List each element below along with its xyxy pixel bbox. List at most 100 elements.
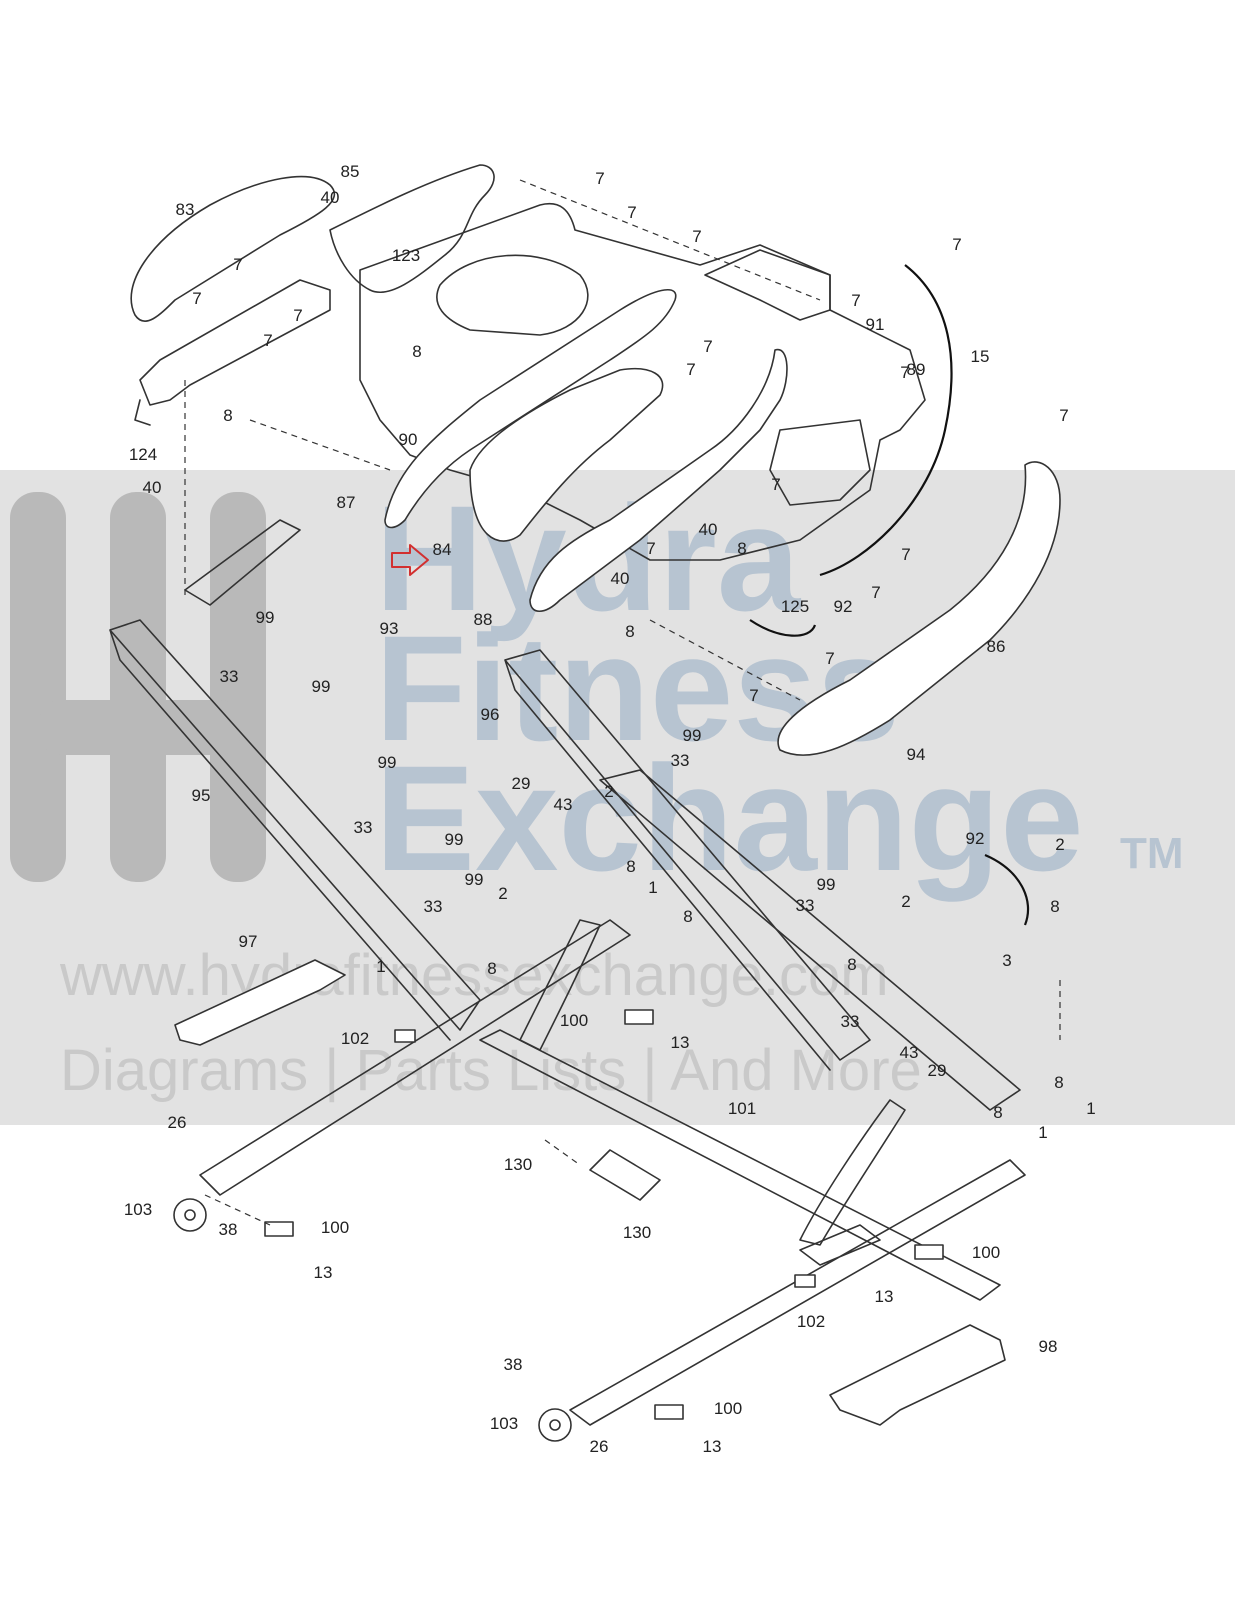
callout-part-130: 130 xyxy=(504,1155,532,1174)
part-100-foot-4 xyxy=(654,1404,684,1420)
callout-part-130: 130 xyxy=(623,1223,651,1242)
part-96-right-upright xyxy=(504,649,871,1071)
callout-part-1: 1 xyxy=(1038,1123,1047,1142)
part-88-upright-cover xyxy=(529,348,788,613)
part-84-upright-cover xyxy=(469,368,664,542)
callout-part-8: 8 xyxy=(737,539,746,558)
highlight-arrow-icon xyxy=(391,544,429,576)
part-100-foot-2 xyxy=(264,1221,294,1237)
callout-part-99: 99 xyxy=(378,753,397,772)
callout-part-2: 2 xyxy=(901,892,910,911)
callout-part-102: 102 xyxy=(797,1312,825,1331)
part-103-wheel-right xyxy=(538,1408,572,1442)
callout-part-38: 38 xyxy=(504,1355,523,1374)
callout-part-7: 7 xyxy=(686,360,695,379)
callout-part-7: 7 xyxy=(703,337,712,356)
callout-part-99: 99 xyxy=(312,677,331,696)
callout-part-2: 2 xyxy=(498,884,507,903)
callout-part-29: 29 xyxy=(512,774,531,793)
callout-part-7: 7 xyxy=(192,289,201,308)
part-console-recess xyxy=(436,254,589,336)
callout-part-13: 13 xyxy=(875,1287,894,1306)
assembly-guide-7 xyxy=(204,1194,271,1226)
part-103-wheel-left xyxy=(173,1198,207,1232)
callout-part-95: 95 xyxy=(192,786,211,805)
callout-part-13: 13 xyxy=(703,1437,722,1456)
callout-part-26: 26 xyxy=(590,1437,609,1456)
part-92-cable-lower xyxy=(984,853,1030,926)
callout-part-124: 124 xyxy=(129,445,157,464)
callout-part-40: 40 xyxy=(699,520,718,539)
callout-part-101: 101 xyxy=(728,1099,756,1118)
part-103-wheel-right-hub xyxy=(549,1419,561,1431)
callout-part-38: 38 xyxy=(219,1220,238,1239)
callout-part-7: 7 xyxy=(233,255,242,274)
part-100-foot-3 xyxy=(914,1244,944,1260)
callout-part-91: 91 xyxy=(866,315,885,334)
callout-part-33: 33 xyxy=(220,667,239,686)
callout-part-87: 87 xyxy=(337,493,356,512)
callout-part-7: 7 xyxy=(900,363,909,382)
part-console-end-panel xyxy=(704,249,831,321)
part-92-cable-upper xyxy=(749,619,817,637)
callout-part-99: 99 xyxy=(817,875,836,894)
callout-part-93: 93 xyxy=(380,619,399,638)
callout-part-2: 2 xyxy=(1055,835,1064,854)
part-left-bracket xyxy=(134,279,331,426)
callout-part-7: 7 xyxy=(851,291,860,310)
part-97-base-cover xyxy=(174,959,346,1046)
part-85-handrail-cover xyxy=(329,164,495,293)
callout-part-123: 123 xyxy=(392,246,420,265)
watermark-url: www.hydrafitnessexchange.com xyxy=(59,943,889,1008)
callout-part-1: 1 xyxy=(1086,1099,1095,1118)
callout-part-8: 8 xyxy=(412,342,421,361)
callout-part-7: 7 xyxy=(1059,406,1068,425)
part-93-upright-bracket xyxy=(184,519,301,606)
callout-part-125: 125 xyxy=(781,597,809,616)
watermark-trademark: TM xyxy=(1120,829,1184,878)
callout-part-7: 7 xyxy=(263,331,272,350)
callout-part-100: 100 xyxy=(560,1011,588,1030)
callout-part-103: 103 xyxy=(124,1200,152,1219)
part-91-cable xyxy=(819,264,953,577)
callout-part-100: 100 xyxy=(972,1243,1000,1262)
callout-part-99: 99 xyxy=(683,726,702,745)
callout-part-40: 40 xyxy=(143,478,162,497)
part-100-foot-1 xyxy=(624,1009,654,1025)
callout-part-40: 40 xyxy=(321,188,340,207)
part-87-upright-cover xyxy=(384,289,677,529)
callout-part-29: 29 xyxy=(928,1061,947,1080)
callout-part-86: 86 xyxy=(987,637,1006,656)
callout-part-8: 8 xyxy=(1054,1073,1063,1092)
callout-part-102: 102 xyxy=(341,1029,369,1048)
part-102-label-1 xyxy=(394,1029,416,1043)
callout-part-94: 94 xyxy=(907,745,926,764)
callout-part-7: 7 xyxy=(771,475,780,494)
callout-part-97: 97 xyxy=(239,932,258,951)
callout-part-92: 92 xyxy=(966,829,985,848)
callout-part-3: 3 xyxy=(1002,951,1011,970)
callout-part-84: 84 xyxy=(433,540,452,559)
part-83-handrail-cap xyxy=(130,175,336,322)
part-101-upright-bracket-left xyxy=(519,919,601,1051)
part-101-upright-bracket-right xyxy=(799,1099,906,1246)
callout-part-89: 89 xyxy=(907,360,926,379)
callout-part-7: 7 xyxy=(901,545,910,564)
part-94-right-upright xyxy=(599,769,1021,1111)
callout-part-99: 99 xyxy=(256,608,275,627)
callout-part-7: 7 xyxy=(646,539,655,558)
callout-part-8: 8 xyxy=(847,955,856,974)
watermark-tagline: Diagrams | Parts Lists | And More xyxy=(60,1038,922,1103)
callout-part-33: 33 xyxy=(354,818,373,837)
callout-part-43: 43 xyxy=(554,795,573,814)
callout-part-33: 33 xyxy=(841,1012,860,1031)
callout-part-100: 100 xyxy=(714,1399,742,1418)
part-101-base-frame xyxy=(199,919,1026,1426)
callout-part-33: 33 xyxy=(671,751,690,770)
callout-part-40: 40 xyxy=(611,569,630,588)
callout-part-43: 43 xyxy=(900,1043,919,1062)
callout-part-7: 7 xyxy=(627,203,636,222)
callout-part-7: 7 xyxy=(952,235,961,254)
callout-part-103: 103 xyxy=(490,1414,518,1433)
watermark-logo-mark xyxy=(10,492,266,882)
